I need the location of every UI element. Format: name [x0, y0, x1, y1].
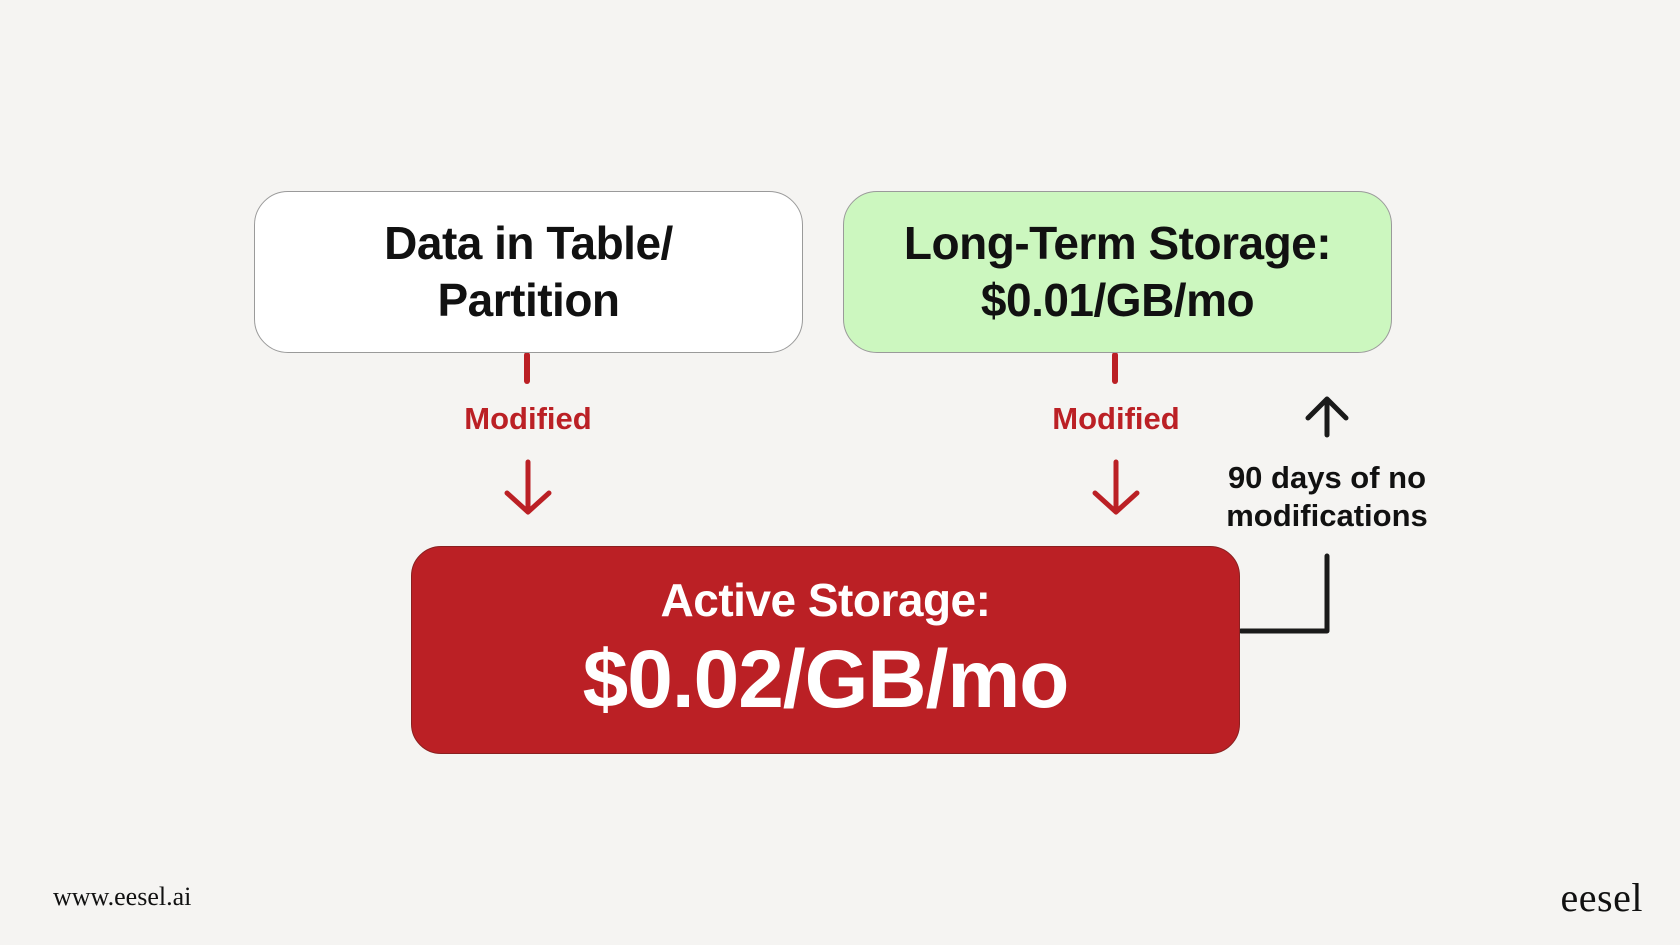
eesel-logo: eesel	[1560, 875, 1643, 920]
arrow-data-to-active	[504, 352, 552, 515]
footer-url: www.eesel.ai	[53, 882, 192, 911]
data-table-title-line2: Partition	[437, 274, 620, 326]
data-table-title-line1: Data in Table/	[384, 217, 673, 269]
long-term-storage-price: $0.01/GB/mo	[980, 274, 1255, 326]
active-storage-label: Active Storage:	[660, 574, 991, 626]
data-table-node: Data in Table/ Partition	[254, 191, 803, 353]
modified-label-data: Modified	[464, 401, 592, 436]
no-modifications-label-line2: modifications	[1226, 498, 1428, 533]
data-table-title: Data in Table/ Partition	[384, 215, 673, 329]
no-modifications-label: 90 days of no modifications	[1226, 459, 1428, 535]
no-modifications-label-line1: 90 days of no	[1227, 460, 1427, 495]
modified-label-long-term: Modified	[1052, 401, 1180, 436]
long-term-storage-label: Long-Term Storage:	[903, 217, 1332, 269]
active-storage-node: Active Storage: $0.02/GB/mo	[411, 546, 1240, 754]
active-storage-price: $0.02/GB/mo	[582, 634, 1070, 725]
arrow-active-to-longterm	[1238, 396, 1349, 634]
long-term-storage-title: Long-Term Storage: $0.01/GB/mo	[903, 215, 1332, 329]
long-term-storage-node: Long-Term Storage: $0.01/GB/mo	[843, 191, 1392, 353]
arrow-longterm-to-active	[1092, 352, 1140, 515]
